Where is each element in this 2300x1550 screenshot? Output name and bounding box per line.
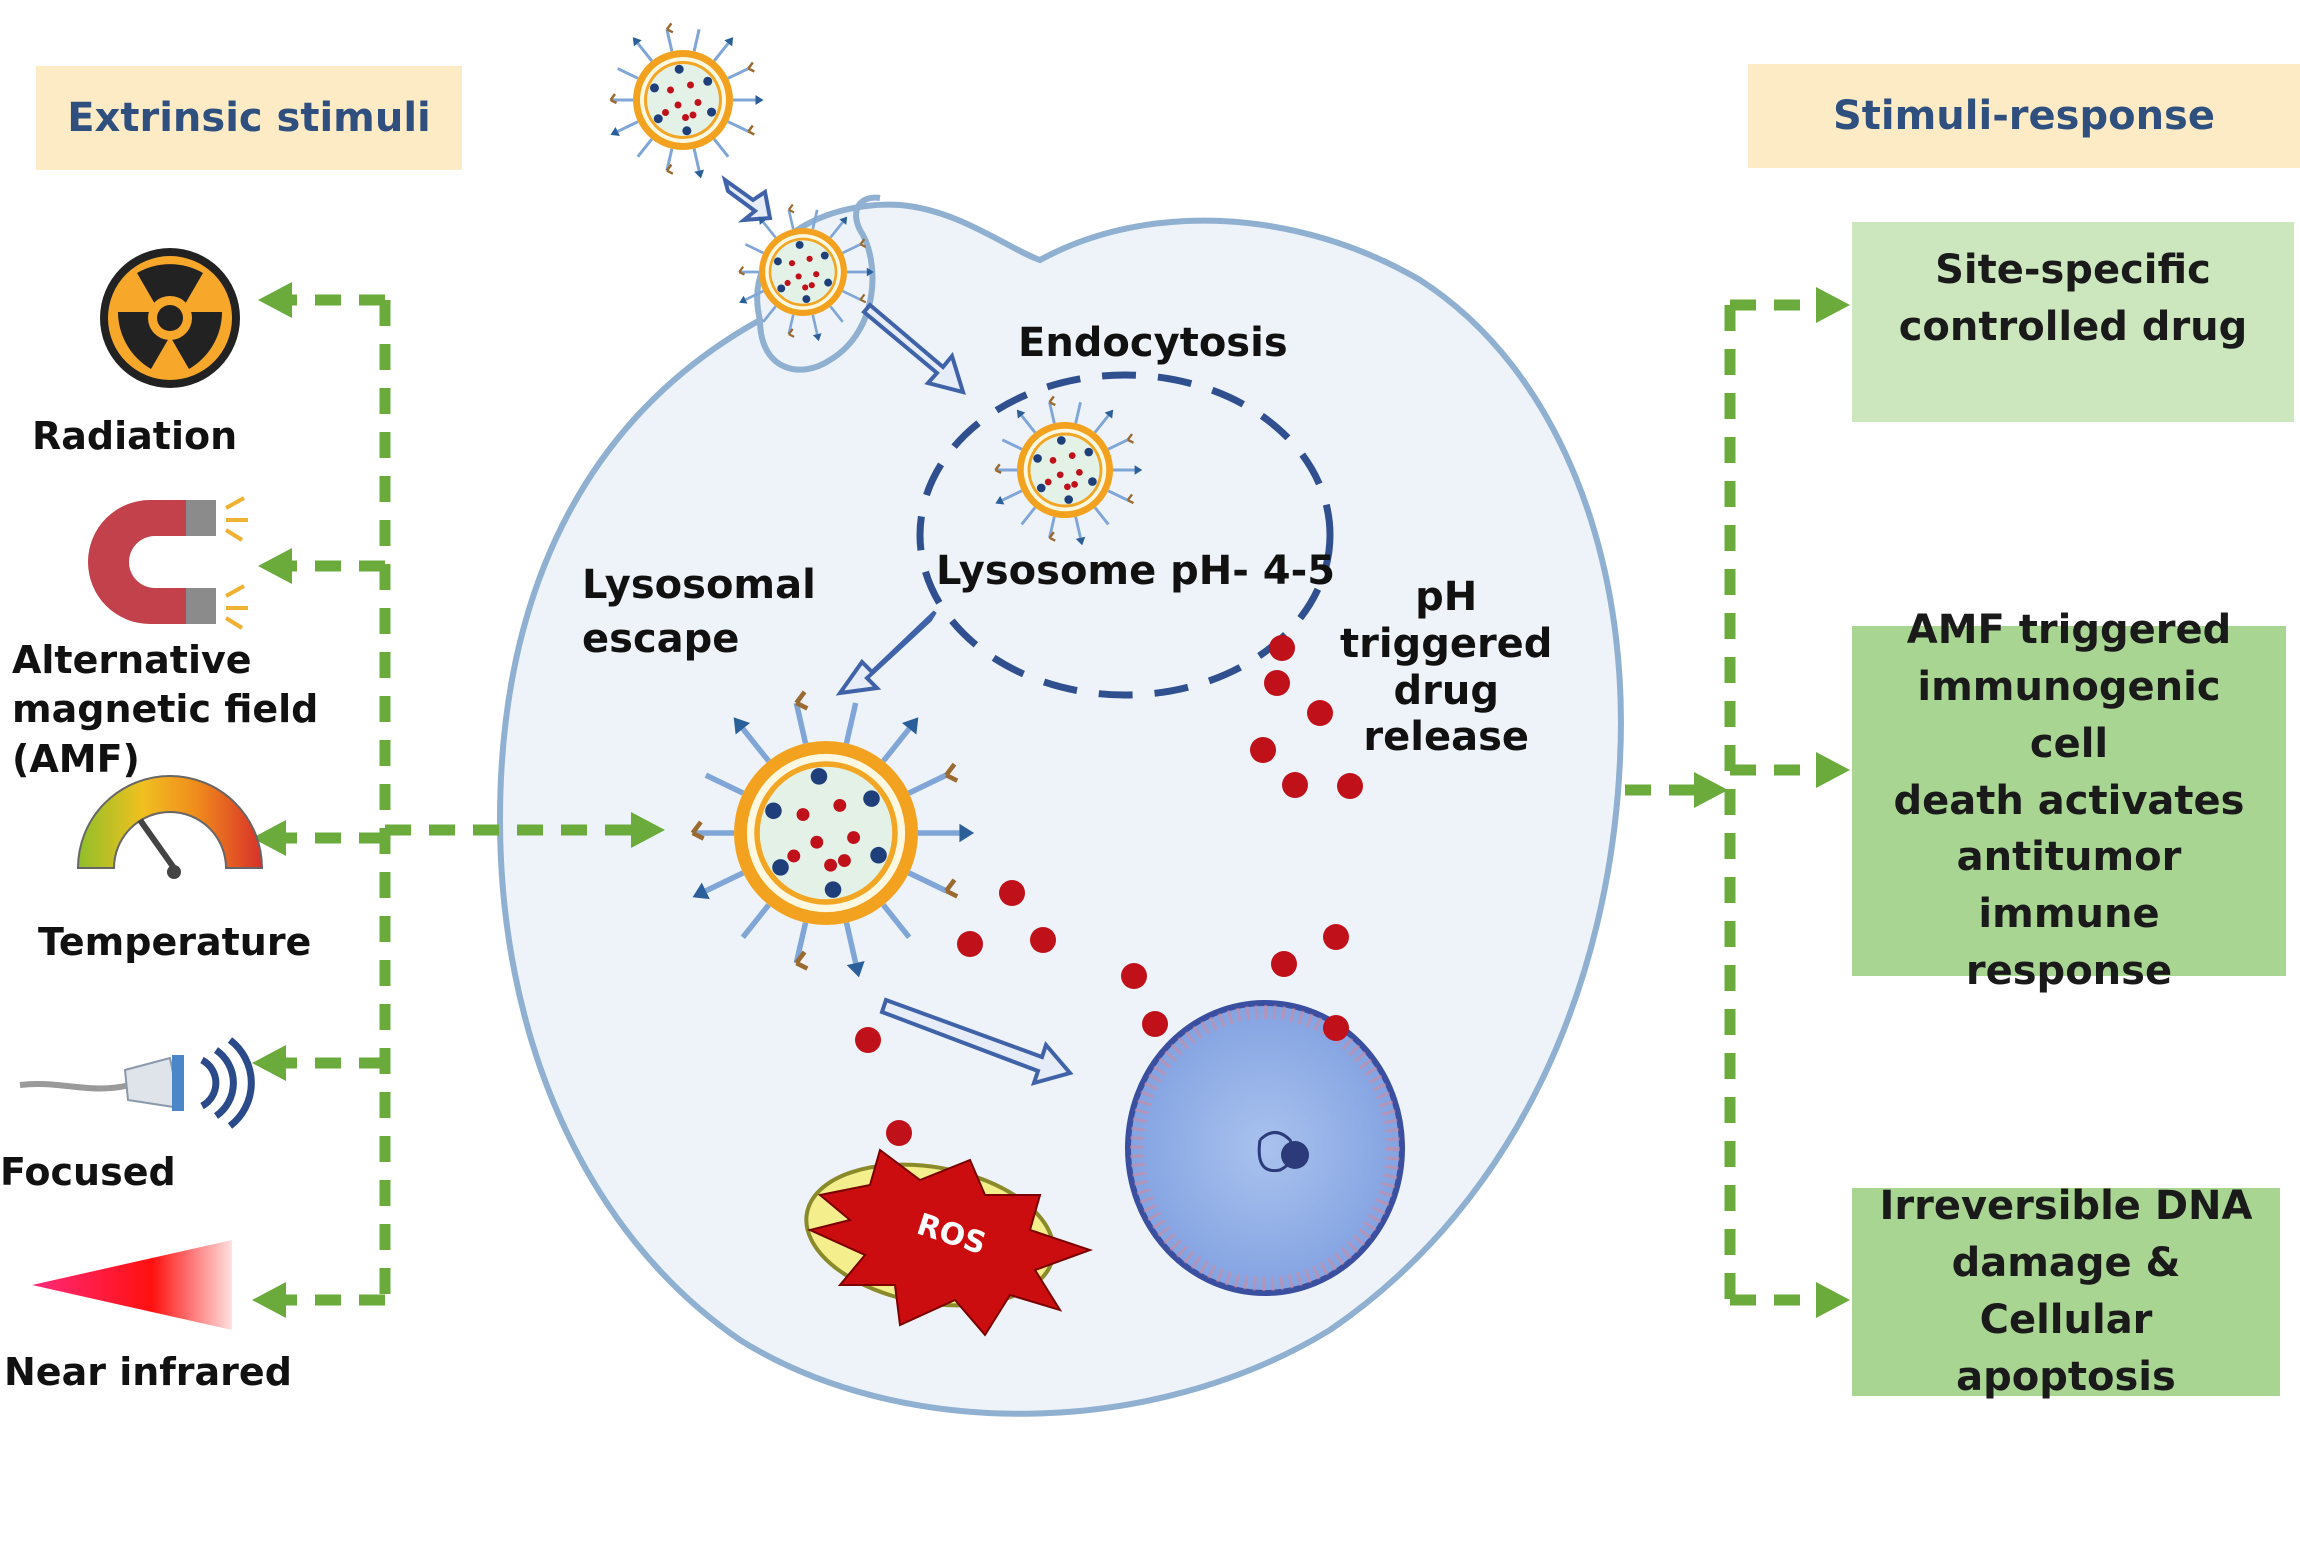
- ph-line: triggered: [1340, 620, 1553, 667]
- response-line: response: [1965, 948, 2173, 994]
- drug-dot: [1121, 963, 1147, 989]
- amf-line: Alternative: [12, 638, 252, 682]
- liposome-nanoparticle: [690, 690, 975, 978]
- stimuli-response-header: Stimuli-response: [1748, 64, 2300, 168]
- drug-dot: [1269, 635, 1295, 661]
- nucleus: [1125, 1000, 1405, 1296]
- magnet-icon: [88, 496, 248, 630]
- pathway-arrows: [721, 175, 1074, 1086]
- left-arrowheads: [252, 282, 665, 1318]
- ultrasound-probe-icon: [19, 1037, 255, 1129]
- response-line: Irreversible DNA: [1879, 1183, 2253, 1230]
- drug-dot: [1030, 927, 1056, 953]
- drug-molecules: [855, 635, 1363, 1146]
- escape-line: escape: [582, 616, 740, 662]
- extrinsic-stimuli-header: Extrinsic stimuli: [36, 66, 462, 170]
- drug-dot: [999, 880, 1025, 906]
- right-arrowheads: [1694, 287, 1850, 1318]
- lysosome-ph-label: Lysosome pH- 4-5: [936, 548, 1336, 594]
- response-box-amf-immunogenic: AMF triggered immunogenic cell death act…: [1852, 607, 2286, 994]
- radiation-icon: [100, 248, 240, 388]
- response-box-site-specific: Site-specific controlled drug: [1852, 222, 2294, 422]
- escape-line: Lysosomal: [582, 562, 816, 608]
- drug-dot: [1282, 772, 1308, 798]
- response-line: Site-specific: [1935, 247, 2211, 293]
- liposome-nanoparticle: [738, 203, 874, 342]
- drug-dot: [1323, 924, 1349, 950]
- drug-dot: [1323, 1015, 1349, 1041]
- amf-line: magnetic field: [12, 687, 319, 732]
- response-box-dna-damage: Irreversible DNA damage & Cellular apopt…: [1852, 1183, 2280, 1400]
- drug-dot: [957, 931, 983, 957]
- ph-line: release: [1363, 714, 1530, 761]
- endocytosis-label: Endocytosis: [1018, 320, 1288, 366]
- drug-dot: [1337, 773, 1363, 799]
- ph-line: drug: [1393, 667, 1499, 714]
- left-connectors: [285, 294, 640, 1306]
- endocytosis-pocket: [757, 194, 881, 373]
- drug-dot: [1142, 1011, 1168, 1037]
- lysosomal-escape-label: Lysosomal escape: [582, 558, 816, 666]
- ph-line: pH: [1415, 574, 1478, 620]
- liposome-nanoparticle: [994, 395, 1143, 546]
- stimulus-label-near-infrared: Near infrared: [4, 1350, 292, 1394]
- drug-dot: [1271, 951, 1297, 977]
- infrared-beam-icon: [32, 1240, 232, 1330]
- liposome-nanoparticle: [609, 22, 764, 179]
- response-line: AMF triggered: [1906, 607, 2232, 654]
- response-line: immunogenic cell: [1917, 664, 2221, 767]
- ros-burst-icon: [806, 1148, 1094, 1337]
- drug-dot: [855, 1027, 881, 1053]
- stimulus-label-focused: Focused: [0, 1150, 176, 1194]
- nanoparticles: [609, 22, 1143, 978]
- thermometer-gauge-icon: [76, 775, 264, 879]
- stimulus-label-temperature: Temperature: [38, 920, 312, 964]
- drug-dot: [1250, 737, 1276, 763]
- drug-dot: [886, 1120, 912, 1146]
- stimulus-label-radiation: Radiation: [32, 414, 238, 458]
- lysosome-membrane: [916, 371, 1334, 699]
- drug-dot: [1264, 670, 1290, 696]
- right-connectors: [1625, 299, 1815, 1306]
- response-line: antitumor immune: [1956, 834, 2182, 938]
- amf-line: (AMF): [12, 736, 140, 781]
- response-line: death activates: [1893, 777, 2245, 824]
- drug-dot: [1307, 700, 1333, 726]
- ph-triggered-release-label: pH triggered drug release: [1340, 574, 1552, 761]
- response-line: apoptosis: [1956, 1353, 2176, 1400]
- response-line: controlled drug: [1898, 303, 2248, 350]
- response-line: damage & Cellular: [1951, 1240, 2181, 1343]
- stimulus-label-amf: Alternative magnetic field (AMF): [12, 636, 318, 784]
